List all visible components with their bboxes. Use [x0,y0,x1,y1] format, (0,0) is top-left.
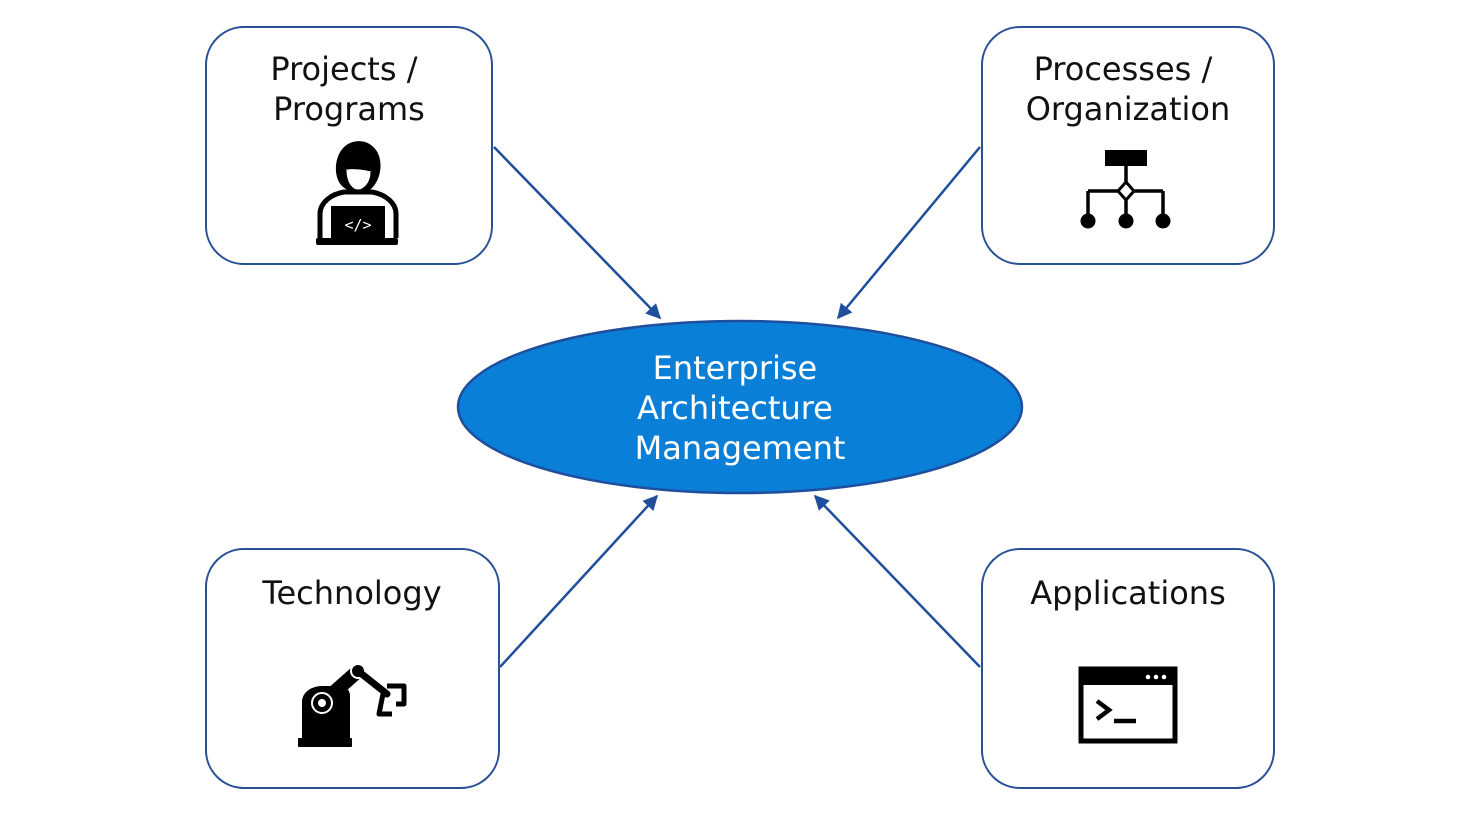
node-label-line-1: Applications [1030,574,1225,612]
svg-text:Enterprise Architecture: Enterprise Architecture Management [635,349,846,467]
node-label-line-1: Processes / [1034,50,1213,88]
node-label-line-2: Organization [1026,90,1231,128]
center-label-line-2: Architecture [637,389,833,427]
arrow-applications-to-center [813,494,981,668]
node-label-line-1: Technology [261,574,441,612]
robot-arm-icon [298,663,407,747]
node-technology: Technology [205,548,500,789]
node-processes-organization: Processes / Organization [981,26,1275,265]
terminal-window-icon [1078,666,1178,744]
center-node-enterprise-architecture-management: Enterprise Architecture Management [456,319,1024,495]
center-ellipse [456,319,1024,495]
center-label-line-1: Enterprise [653,349,818,387]
org-chart-icon [1080,150,1171,229]
node-box [981,26,1275,265]
node-applications: Applications [981,548,1275,789]
node-projects-programs: Projects / Programs </> [205,26,493,265]
svg-text:</>: </> [344,216,371,234]
svg-text:Applications: Applications [1030,574,1225,612]
developer-laptop-icon: </> [316,141,399,245]
node-label-line-2: Programs [273,90,425,128]
arrow-technology-to-center [499,494,659,668]
svg-text:Technology: Technology [261,574,441,612]
node-label-line-1: Projects / [270,50,417,88]
arrow-processes-to-center [837,146,981,320]
arrow-projects-to-center [493,146,662,320]
svg-text:Processes / Organization: Processes / Organization [1026,50,1231,128]
center-label-line-3: Management [635,429,846,467]
svg-text:Projects / Programs: Projects / Programs [270,50,427,128]
